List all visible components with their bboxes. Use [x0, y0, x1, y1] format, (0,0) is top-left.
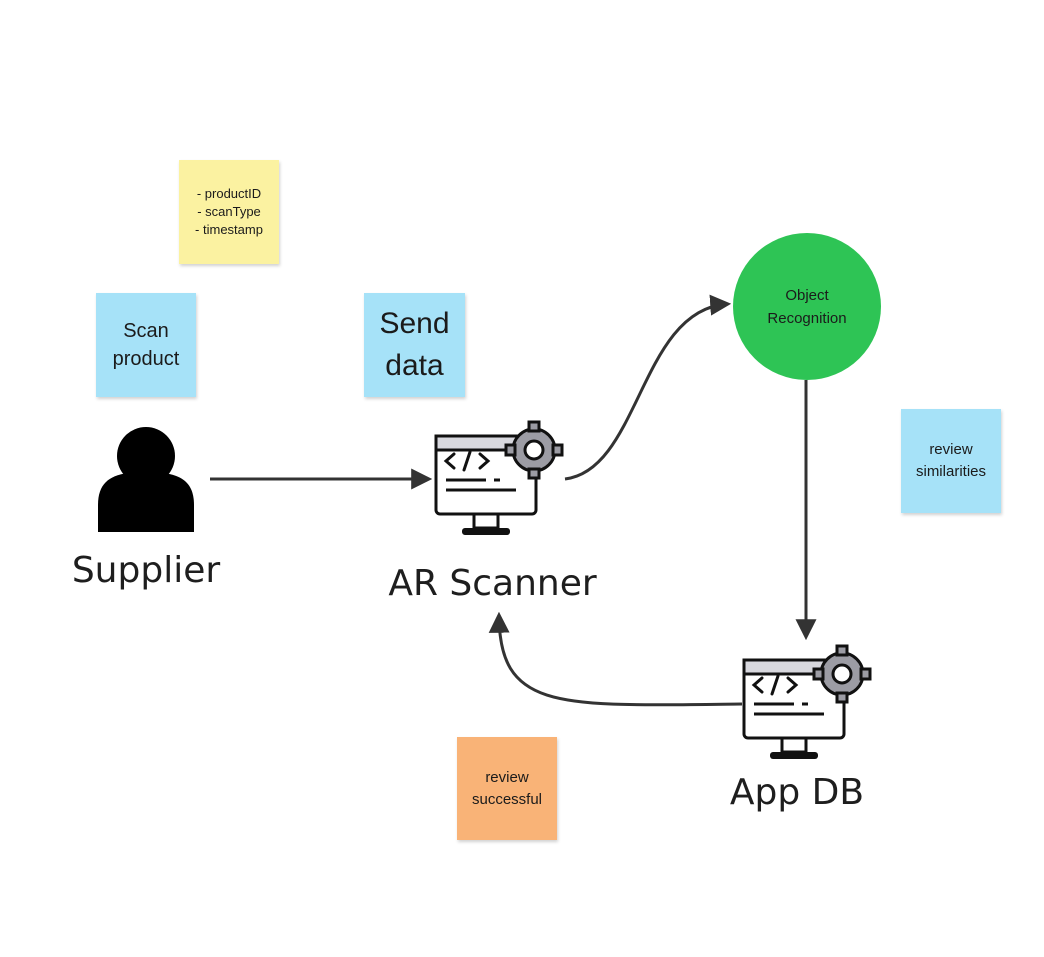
- note-scan-product: Scan product: [96, 293, 196, 397]
- note-review-successful: review successful: [457, 737, 557, 840]
- person-icon: [98, 427, 194, 532]
- note-review-similarities: review similarities: [901, 409, 1001, 513]
- node-label-app-db: App DB: [729, 772, 865, 813]
- note-send-data: Send data: [364, 293, 465, 397]
- code-monitor-gear-icon: [434, 420, 564, 535]
- code-monitor-gear-icon: [742, 644, 872, 759]
- edge-app-db-to-ar-scanner: [488, 611, 743, 707]
- note-fields: - productID - scanType - timestamp: [179, 160, 279, 264]
- node-label-ar-scanner: AR Scanner: [388, 563, 597, 604]
- node-object-recognition: Object Recognition: [733, 233, 881, 380]
- node-label-supplier: Supplier: [71, 550, 221, 591]
- edge-ar-scanner-to-object-recognition: [564, 294, 732, 481]
